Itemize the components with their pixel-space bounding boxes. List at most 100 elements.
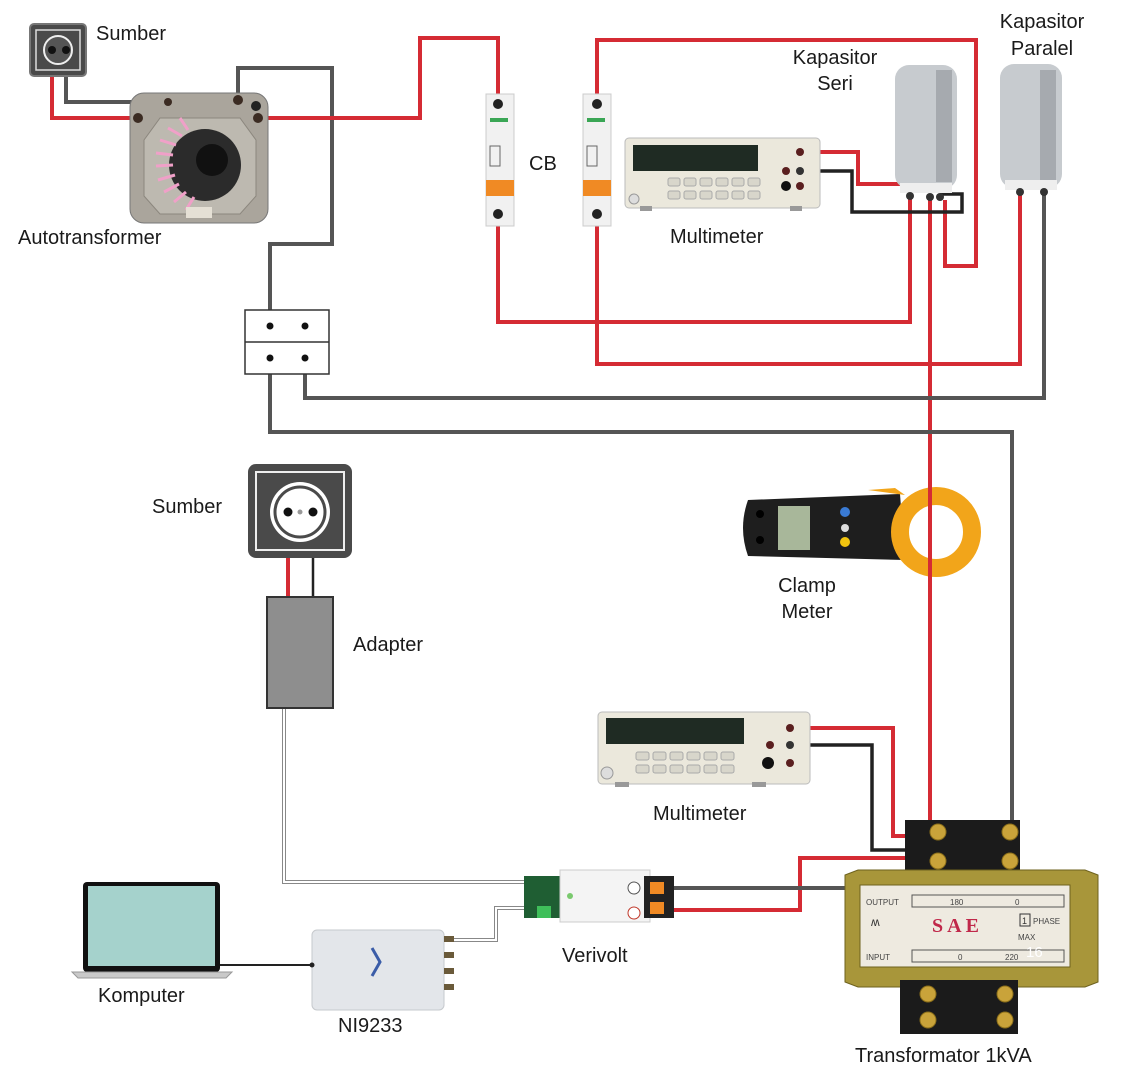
source-top-label: Sumber [96,23,166,45]
power-knob-icon [600,766,614,780]
wire-cb2-to-parallel-cap [595,192,1022,366]
laptop-base [70,971,234,979]
transformer-label: Transformator 1kVA [855,1045,1032,1067]
terminal-icon [164,98,172,106]
wire-cb2-to-series-cap [595,38,978,268]
terminal-screw-icon [929,852,947,870]
terminal-icon [253,113,263,123]
cb-label: CB [529,153,557,175]
verivolt: Verivolt [524,869,674,967]
plate-output-box [911,894,1065,908]
jack-icon [796,167,804,175]
verivolt-orange-terminal [650,902,664,914]
source-top: Sumber [29,23,166,77]
verivolt-green-terminal [537,906,551,918]
led-icon [567,893,573,899]
plate-output-val-2: 0 [1015,898,1020,907]
multimeter-foot [615,782,629,787]
jack-icon [762,757,774,769]
capacitor-shade [936,70,952,182]
adapter-label: Adapter [353,634,423,656]
multimeter-display [633,145,758,171]
socket-frame [35,29,81,71]
wire-verivolt-to-ni9233-inner [414,907,528,941]
source-bottom: Sumber [152,464,352,558]
port-icon [309,962,315,968]
terminal-icon [266,322,274,330]
brand-logo-icon [490,118,508,122]
cb-toggle [583,180,611,196]
ni9233: NI9233 [309,929,454,1037]
transformer-brand: SAE [932,915,983,937]
clamp-meter: Clamp Meter [743,487,981,623]
clamp-meter-label-2: Meter [781,601,832,623]
wire-auto-phase-to-cb1 [262,36,500,120]
capacitor-series-label-1: Kapasitor [793,47,878,69]
terminal-icon [926,193,934,201]
cb-window [489,145,501,167]
jack-icon [766,741,774,749]
terminal-icon [906,192,914,200]
ni9233-bnc-ports [444,936,454,990]
terminal-screw-icon [919,985,937,1003]
page-number: 16 [1026,944,1043,961]
jack-icon [786,741,794,749]
terminal-icon [251,101,261,111]
cb-2 [582,93,612,227]
terminal-icon [1040,188,1048,196]
computer-label: Komputer [98,985,185,1007]
wire-parallel-cap-neutral [303,192,1046,400]
socket-frame [255,471,345,551]
ni9233-body [311,929,445,1011]
computer: Komputer [70,882,234,1007]
terminal-icon [133,113,143,123]
terminal-icon [493,99,503,109]
wire-multimeter-top-black [800,169,964,214]
terminal-screw-icon [996,985,1014,1003]
verivolt-port-icon [627,906,641,920]
jack-icon [781,181,791,191]
terminal-icon [592,209,602,219]
plate-phase-num: 1 [1022,916,1027,926]
terminal-icon [1016,188,1024,196]
wire-transformer-to-verivolt-red [672,856,938,912]
cb-1 [485,93,515,227]
transformer: OUTPUT INPUT 180 0 0 220 SAE 1 PHASE MAX… [844,820,1099,1067]
multimeter-bottom: Multimeter [597,711,811,825]
jack-icon [786,759,794,767]
multimeter-display [606,718,744,744]
ni9233-label: NI9233 [338,1015,403,1037]
clamp-display [778,506,810,550]
verivolt-orange-terminal [650,882,664,894]
capacitor-shade [1040,70,1056,180]
capacitor-parallel-label-1: Kapasitor [1000,11,1085,33]
terminal-icon [301,354,309,362]
terminal-screw-icon [996,1011,1014,1029]
circuit-breakers: CB [485,93,612,227]
clamp-meter-label-1: Clamp [778,575,836,597]
socket-pin [283,507,293,517]
adapter-body [266,596,334,709]
socket-icon [43,35,73,65]
wire-multimeter-bottom-black [790,743,928,852]
terminal-icon [936,193,944,201]
ni-logo-icon [370,947,382,977]
capacitor-base [1005,180,1057,190]
capacitor-parallel-label-2: Paralel [1011,38,1073,60]
autotransformer: Autotransformer [18,92,269,249]
capacitor-series-label-2: Seri [817,73,853,95]
capacitor-parallel: Kapasitor Paralel [1000,11,1085,196]
jack-icon [756,510,764,518]
transformer-nameplate [859,884,1071,968]
multimeter-foot [640,206,652,211]
capacitor-base [900,183,952,193]
multimeter-foot [752,782,766,787]
terminal-screw-icon [919,1011,937,1029]
socket-pin [308,507,318,517]
wires [50,36,1046,966]
jack-icon [796,182,804,190]
multimeter-keypad [667,177,761,200]
plate-phase-box [1019,913,1031,927]
jack-icon [786,724,794,732]
wire-cb1-to-series-cap [496,192,912,324]
